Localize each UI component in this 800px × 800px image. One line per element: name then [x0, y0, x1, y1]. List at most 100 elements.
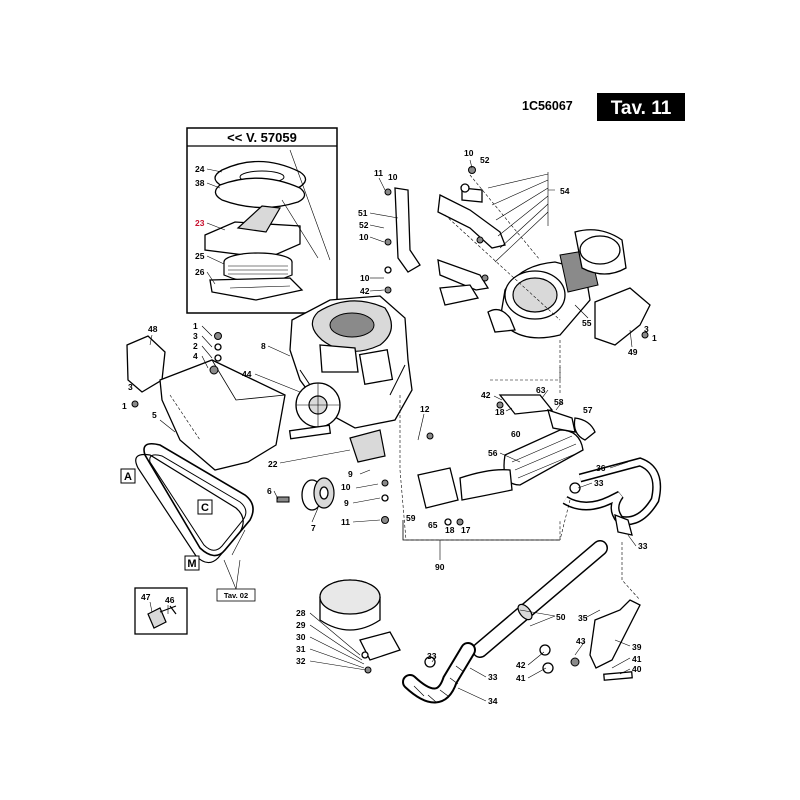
part-label: 65: [428, 520, 438, 530]
inset-title: << V. 57059: [227, 130, 297, 145]
belt-letter-a-box: [120, 468, 136, 484]
pulley-part: [301, 477, 335, 511]
part-label: 48: [148, 324, 158, 334]
inset-label-23: 23: [195, 218, 205, 228]
part-label: 31: [296, 644, 306, 654]
filter-inlet-part: [236, 205, 281, 233]
part-label: 39: [632, 642, 642, 652]
part-label: 49: [628, 347, 638, 357]
part-label: 28: [296, 608, 306, 618]
part-label: 17: [461, 525, 471, 535]
part-label: 42: [360, 286, 370, 296]
part-label: 1: [193, 321, 198, 331]
part-label: 60: [511, 429, 521, 439]
part-label: 3: [644, 324, 649, 334]
inset-label-25: 25: [195, 251, 205, 261]
bracket-51-part: [394, 187, 421, 273]
part-label: 22: [268, 459, 278, 469]
part-label: 5: [152, 410, 157, 420]
air-filter-assembly: [439, 229, 627, 339]
part-label: 33: [594, 478, 604, 488]
part-label: 35: [578, 613, 588, 623]
part-label: 18: [495, 407, 505, 417]
part-label: 51: [358, 208, 368, 218]
part-label: 4: [193, 351, 198, 361]
part-label: 47: [141, 592, 151, 602]
part-label: 58: [554, 397, 564, 407]
part-label: 10: [359, 232, 369, 242]
part-label: 42: [481, 390, 491, 400]
part-labels: 10 52 54 11 10 51 52 10 10 42 55 3 1 49 …: [122, 148, 657, 706]
part-label: 33: [427, 651, 437, 661]
inset-label-24: 24: [195, 164, 205, 174]
part-label: 10: [341, 482, 351, 492]
part-label: 12: [420, 404, 430, 414]
part-label: 50: [556, 612, 566, 622]
inset-label-38: 38: [195, 178, 205, 188]
part-label: 41: [516, 673, 526, 683]
part-label: 10: [360, 273, 370, 283]
bracket-49-part: [594, 287, 651, 346]
part-label: 54: [560, 186, 570, 196]
part-label: 2: [193, 341, 198, 351]
part-label: 8: [261, 341, 266, 351]
part-label: 44: [242, 369, 252, 379]
belt-letter-m: M: [187, 558, 196, 570]
leader-lines: [149, 159, 637, 702]
part-label: 33: [488, 672, 498, 682]
pre-cleaner-part: [319, 579, 401, 661]
muffler-part: [417, 429, 584, 509]
part-label: 32: [296, 656, 306, 666]
part-label: 1: [122, 401, 127, 411]
part-label: 7: [311, 523, 316, 533]
bracket-54-upper: [437, 194, 506, 249]
tav-badge-label: Tav. 11: [611, 98, 672, 119]
belts: [135, 442, 254, 564]
part-label: 29: [296, 620, 306, 630]
filter-base-part: [209, 277, 304, 301]
part-label: 52: [480, 155, 490, 165]
part-label: 1: [652, 333, 657, 343]
part-label: 63: [536, 385, 546, 395]
cowl-guard-part: [159, 359, 286, 471]
part-label: 10: [464, 148, 474, 158]
bracket-54-lower: [437, 259, 490, 291]
belt-letter-c-box: [197, 499, 213, 515]
inset-box: << V. 57059 24 38 23 25 26: [186, 127, 338, 314]
part-label: 52: [359, 220, 369, 230]
part-label: 3: [193, 331, 198, 341]
part-label: 34: [488, 696, 498, 706]
part-label: 46: [165, 595, 175, 605]
part-label: 3: [128, 382, 133, 392]
part-label: 18: [445, 525, 455, 535]
bracket-39-part: [589, 599, 641, 669]
exhaust-pipe-part: [473, 541, 607, 657]
part-label: 57: [583, 405, 593, 415]
drawing-code: 1C56067: [522, 99, 573, 113]
part-label: 9: [344, 498, 349, 508]
part-label: 40: [632, 664, 642, 674]
part-label: 90: [435, 562, 445, 572]
filter-cover-part: [204, 221, 301, 259]
part-label: 30: [296, 632, 306, 642]
part-label: 36: [596, 463, 606, 473]
part-label: 6: [267, 486, 272, 496]
exhaust-bend-part: [563, 458, 660, 524]
part-label: 11: [374, 168, 383, 178]
tav-badge: [597, 93, 685, 121]
part-label: 10: [388, 172, 398, 182]
belt-letter-c: C: [201, 502, 209, 514]
part-label: 41: [632, 654, 642, 664]
belt-letter-a: A: [124, 471, 132, 483]
part-label: 11: [341, 517, 350, 527]
part-label: 59: [406, 513, 416, 523]
part-label: 33: [638, 541, 648, 551]
part-label: 56: [488, 448, 498, 458]
bracket-58-part: [498, 394, 554, 415]
tav-02-ref: Tav. 02: [224, 591, 248, 600]
part-label: 43: [576, 636, 586, 646]
dashed-reference-lines: [169, 174, 641, 601]
part-label: 9: [348, 469, 353, 479]
